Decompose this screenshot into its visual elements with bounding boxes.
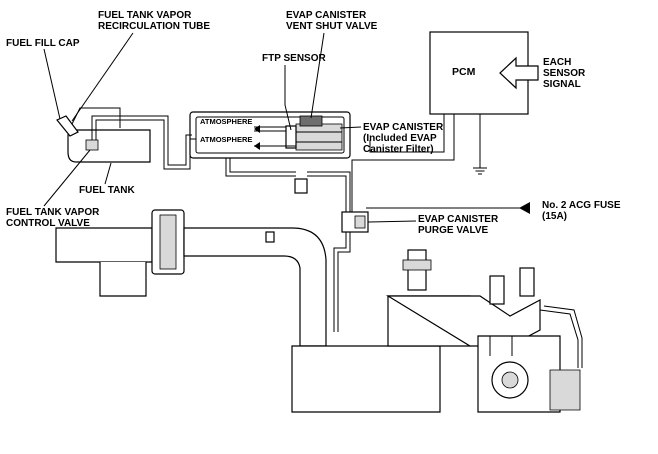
purge-line2: PURGE VALVE [418, 225, 489, 236]
canister-line3: Canister Filter) [363, 144, 434, 155]
fuel-fill-cap-body [56, 115, 79, 137]
control-valve-leader [43, 149, 91, 207]
pcm-ground [473, 114, 487, 175]
air-intake [55, 209, 327, 347]
atmosphere-label-2: ATMOSPHERE [200, 135, 252, 144]
fuel-fill-cap-leader [43, 48, 61, 120]
pcm-purge-wire [351, 114, 455, 215]
evap-canister-assembly [189, 111, 351, 159]
ftp-sensor-leader [284, 65, 292, 131]
vapor-pipes [71, 107, 351, 332]
vent-shut-leader [310, 32, 325, 119]
ftp-sensor-label: FTP SENSOR [262, 53, 326, 64]
atmosphere-label-1: ATMOSPHERE [200, 117, 252, 126]
sensor-signal-arrow [499, 56, 539, 90]
each-sensor-line2: SENSOR [543, 68, 586, 79]
fuse-line1: No. 2 ACG FUSE [542, 200, 621, 211]
fuel-tank [56, 115, 151, 163]
ftp-sensor-body [285, 125, 297, 149]
control-valve-line1: FUEL TANK VAPOR [6, 207, 100, 218]
fuel-fill-cap-label: FUEL FILL CAP [6, 38, 80, 49]
evap-canister-body [295, 123, 343, 151]
control-valve-body [85, 139, 99, 151]
control-valve-line2: CONTROL VALVE [6, 218, 90, 229]
canister-leader [339, 126, 362, 129]
each-sensor-line1: EACH [543, 57, 571, 68]
recirc-tube-line2: RECIRCULATION TUBE [98, 21, 210, 32]
fuse-line2: (15A) [542, 211, 567, 222]
each-sensor-line3: SIGNAL [543, 79, 581, 90]
pcm-label: PCM [452, 66, 476, 78]
fuel-tank-label: FUEL TANK [79, 185, 136, 196]
engine [291, 249, 583, 413]
vent-shut-line1: EVAP CANISTER [286, 10, 367, 21]
purge-leader [367, 220, 417, 223]
canister-line1: EVAP CANISTER [363, 122, 444, 133]
vent-shut-line2: VENT SHUT VALVE [286, 21, 378, 32]
pcm-vent-wire [369, 114, 445, 153]
fuse-arrowhead [519, 202, 530, 214]
fuel-tank-leader [104, 162, 112, 185]
two-way-valve [294, 178, 308, 194]
canister-line2: (Included EVAP [363, 133, 437, 144]
intake-plenum [291, 345, 441, 413]
catalytic-converter [549, 369, 581, 411]
recirc-tube-leader [71, 32, 134, 122]
purge-line1: EVAP CANISTER [418, 214, 499, 225]
recirc-tube-line1: FUEL TANK VAPOR [98, 10, 192, 21]
evap-purge-valve [341, 211, 369, 233]
